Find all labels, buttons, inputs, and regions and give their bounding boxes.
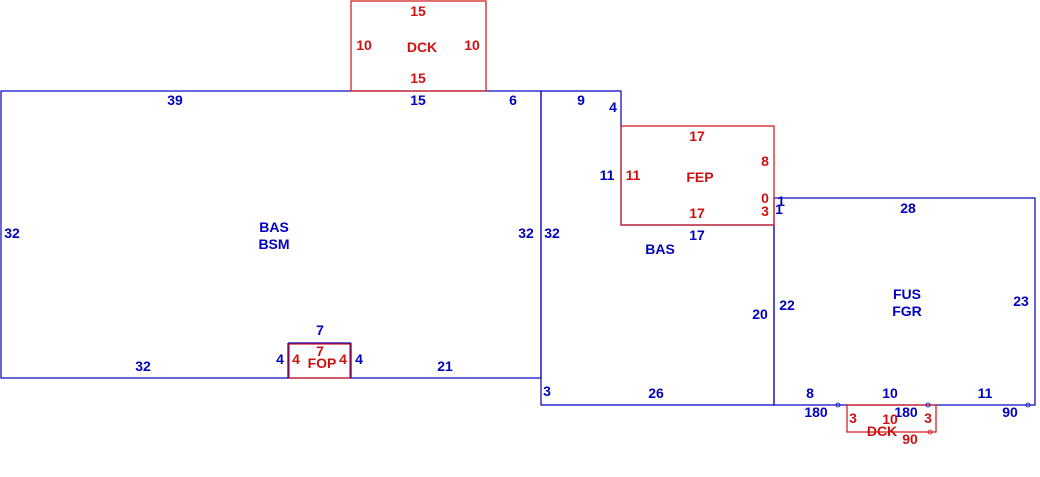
dim-label: 17 [689,205,705,221]
dim-label: 10 [356,37,372,53]
dim-label: 3 [761,203,769,219]
dim-label: 11 [978,385,993,401]
dim-label: 32 [544,225,560,241]
vertex-marker [1025,402,1031,408]
area-label-dck-bottom: DCK [867,423,897,439]
dim-label: 32 [518,225,534,241]
dim-label: 11 [600,167,615,183]
dim-label: 32 [4,225,20,241]
dim-label: 11 [626,167,641,183]
dim-label: 10 [464,37,480,53]
dim-label: 23 [1013,293,1029,309]
dim-label: 3 [849,410,857,426]
dim-label: 20 [752,306,768,322]
dim-label: 90 [1002,404,1018,420]
area-label-fop: FOP [308,355,337,371]
vertex-marker [835,402,841,408]
dim-label: 32 [135,358,151,374]
dim-label: 3 [924,410,932,426]
area-label-fus: FUS [893,286,921,302]
dim-label: 21 [437,358,453,374]
dim-label: 4 [339,351,347,367]
area-label-fep: FEP [686,169,713,185]
dim-label: 6 [509,92,517,108]
fop-outline [288,343,351,379]
dim-label: 4 [355,351,363,367]
dim-label: 1 [775,201,783,217]
dim-label: 3 [543,383,551,399]
dim-label: 0 [761,190,769,206]
dim-label: 22 [779,297,795,313]
area-label-fgr: FGR [892,303,922,319]
dim-label: 1 [777,193,785,209]
dim-label: 4 [609,99,617,115]
dim-label: 39 [167,92,183,108]
area-label-bsm: BSM [258,236,289,252]
dim-label: 8 [761,153,769,169]
vertex-marker [927,429,933,435]
dim-label: 7 [316,343,324,359]
dim-label: 180 [894,404,918,420]
dim-label: 8 [806,385,814,401]
dim-label: 10 [882,385,898,401]
dim-label: 17 [689,128,705,144]
area-label-bas: BAS [259,219,289,235]
dim-label: 9 [577,92,585,108]
dim-label: 26 [648,385,664,401]
fep-outline [620,125,775,226]
dck-top-outline [350,0,487,92]
dim-label: 4 [276,351,284,367]
dim-label: 17 [689,227,705,243]
dim-label: 10 [882,411,898,427]
dim-label: 4 [292,351,300,367]
dim-label: 180 [804,404,828,420]
dim-label: 7 [316,322,324,338]
dim-label: 90 [902,431,918,447]
dim-label: 15 [410,92,426,108]
area-label-dck-top: DCK [407,39,437,55]
dim-label: 15 [410,70,426,86]
area-label-bas-right: BAS [645,241,675,257]
dim-label: 15 [410,3,426,19]
dck-bottom-outline [846,404,937,433]
dim-label: 28 [900,200,916,216]
vertex-marker [925,402,931,408]
